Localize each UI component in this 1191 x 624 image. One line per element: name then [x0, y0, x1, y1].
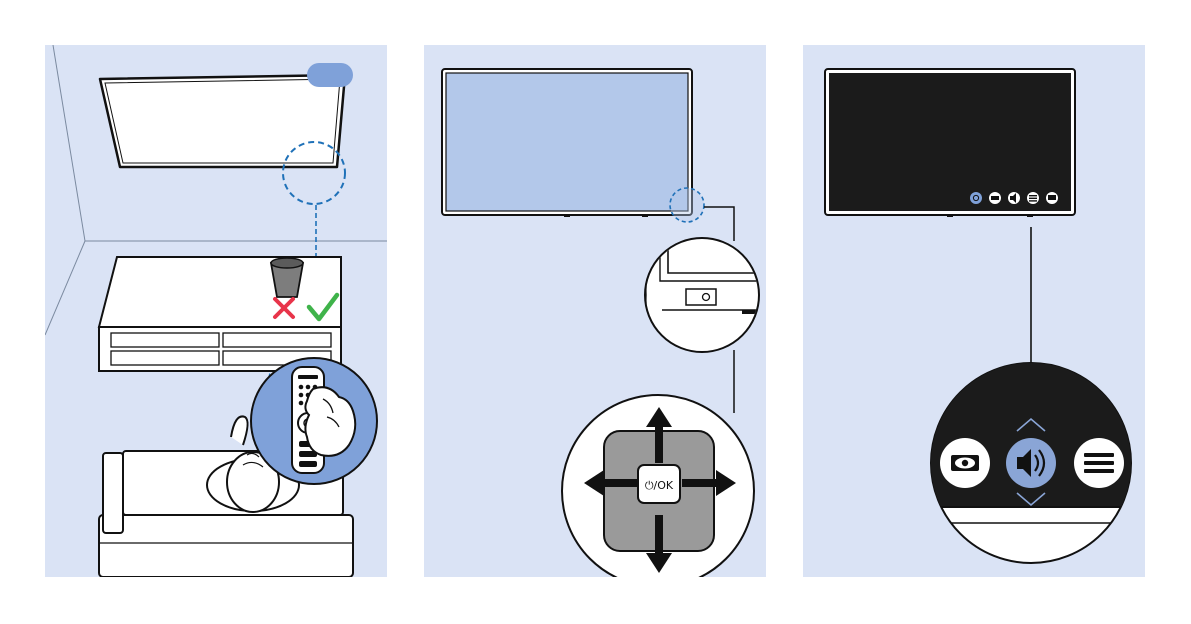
connector-line — [704, 207, 734, 241]
floor-corner-line — [45, 241, 85, 335]
panel-remote-positioning — [45, 45, 387, 577]
power-ok-label: ⏻/OK — [645, 479, 674, 492]
wall-corner-line — [53, 45, 85, 241]
joystick-location-circle — [670, 188, 704, 222]
joystick-button — [686, 289, 716, 305]
joystick-zoom-circle: ⏻/OK — [562, 395, 754, 577]
panel-tv-menu-controls — [803, 45, 1145, 577]
joystick-scene: ⏻/OK — [424, 45, 766, 577]
tv-icon — [100, 63, 353, 167]
eye-icon — [940, 438, 990, 488]
cup-icon — [271, 258, 303, 297]
room-scene — [45, 45, 387, 577]
tv-icon — [442, 69, 692, 217]
panel-tv-joystick-location: ⏻/OK — [424, 45, 766, 577]
tv-cabinet — [99, 257, 341, 371]
menu-zoom-circle — [923, 355, 1143, 563]
remote-zoom-circle — [251, 358, 377, 484]
menu-scene — [803, 45, 1145, 577]
tv-sensor-highlight — [307, 63, 353, 87]
power-icon — [970, 192, 982, 204]
menu-icon — [1074, 438, 1124, 488]
tv-corner-zoom-circle — [645, 238, 764, 355]
volume-icon — [1006, 438, 1056, 488]
